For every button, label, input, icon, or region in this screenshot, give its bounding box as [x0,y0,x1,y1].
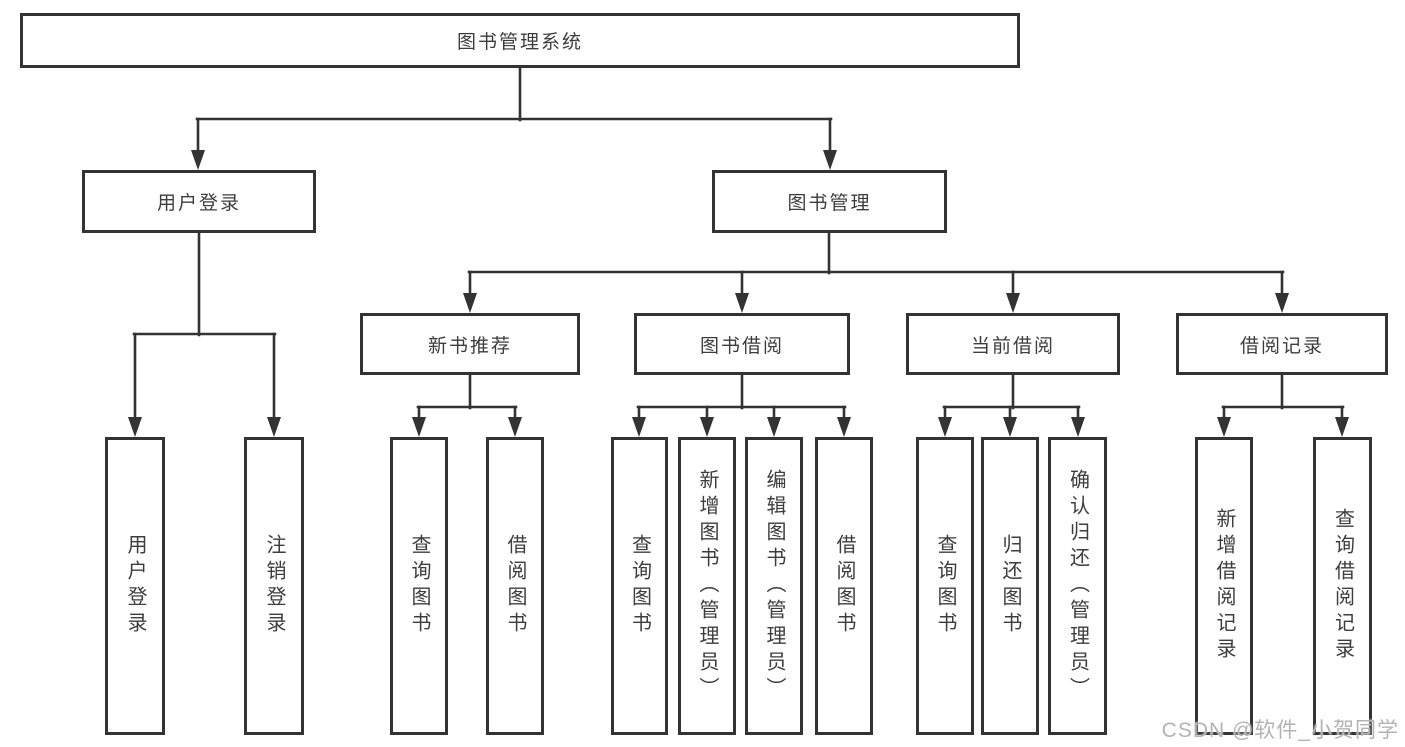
node-label: 注销登录 [263,534,285,638]
node-leaf-logout: 注销登录 [244,437,304,735]
node-label: 查询图书 [934,534,956,638]
node-leaf-return-books: 归还图书 [981,437,1039,735]
node-current-borrow-branch: 当前借阅 [906,313,1120,375]
node-label: 用户登录 [124,534,146,638]
node-label: 借阅图书 [833,534,855,638]
node-label: 查询借阅记录 [1331,508,1354,664]
node-book-mgmt-branch: 图书管理 [712,170,947,233]
node-leaf-query-borrow-record: 查询借阅记录 [1313,437,1372,735]
node-leaf-query-books-borrow: 查询图书 [611,437,668,735]
node-label: 确认归还（管理员） [1066,469,1089,703]
node-label: 图书管理系统 [456,32,583,53]
node-book-borrow-branch: 图书借阅 [634,313,850,375]
node-leaf-query-books-current: 查询图书 [916,437,974,735]
node-leaf-add-borrow-record: 新增借阅记录 [1195,437,1253,735]
node-label: 新增借阅记录 [1213,508,1235,664]
node-leaf-add-books-admin: 新增图书（管理员） [678,437,736,735]
node-label: 编辑图书（管理员） [763,469,785,703]
node-leaf-query-books-new: 查询图书 [390,437,448,735]
node-label: 查询图书 [408,534,430,638]
node-leaf-confirm-return-admin: 确认归还（管理员） [1048,437,1107,735]
node-leaf-borrow-books: 借阅图书 [815,437,873,735]
node-label: 归还图书 [999,534,1021,638]
node-label: 新增图书（管理员） [696,469,718,703]
node-leaf-user-login: 用户登录 [105,437,165,735]
node-leaf-borrow-books-new: 借阅图书 [486,437,544,735]
node-label: 借阅图书 [504,534,526,638]
node-new-books-branch: 新书推荐 [360,313,580,375]
node-label: 查询图书 [628,534,651,638]
node-borrow-records-branch: 借阅记录 [1176,313,1388,375]
node-label: 借阅记录 [1239,335,1324,357]
node-label: 用户登录 [156,193,241,214]
node-label: 图书借阅 [699,335,784,357]
node-label: 新书推荐 [427,335,512,357]
node-root: 图书管理系统 [20,13,1020,68]
node-user-login-branch: 用户登录 [82,170,316,233]
node-label: 图书管理 [787,193,872,214]
node-label: 当前借阅 [970,335,1055,357]
node-leaf-edit-books-admin: 编辑图书（管理员） [745,437,803,735]
csdn-watermark: CSDN @软件_小贺同学 [1161,719,1399,742]
